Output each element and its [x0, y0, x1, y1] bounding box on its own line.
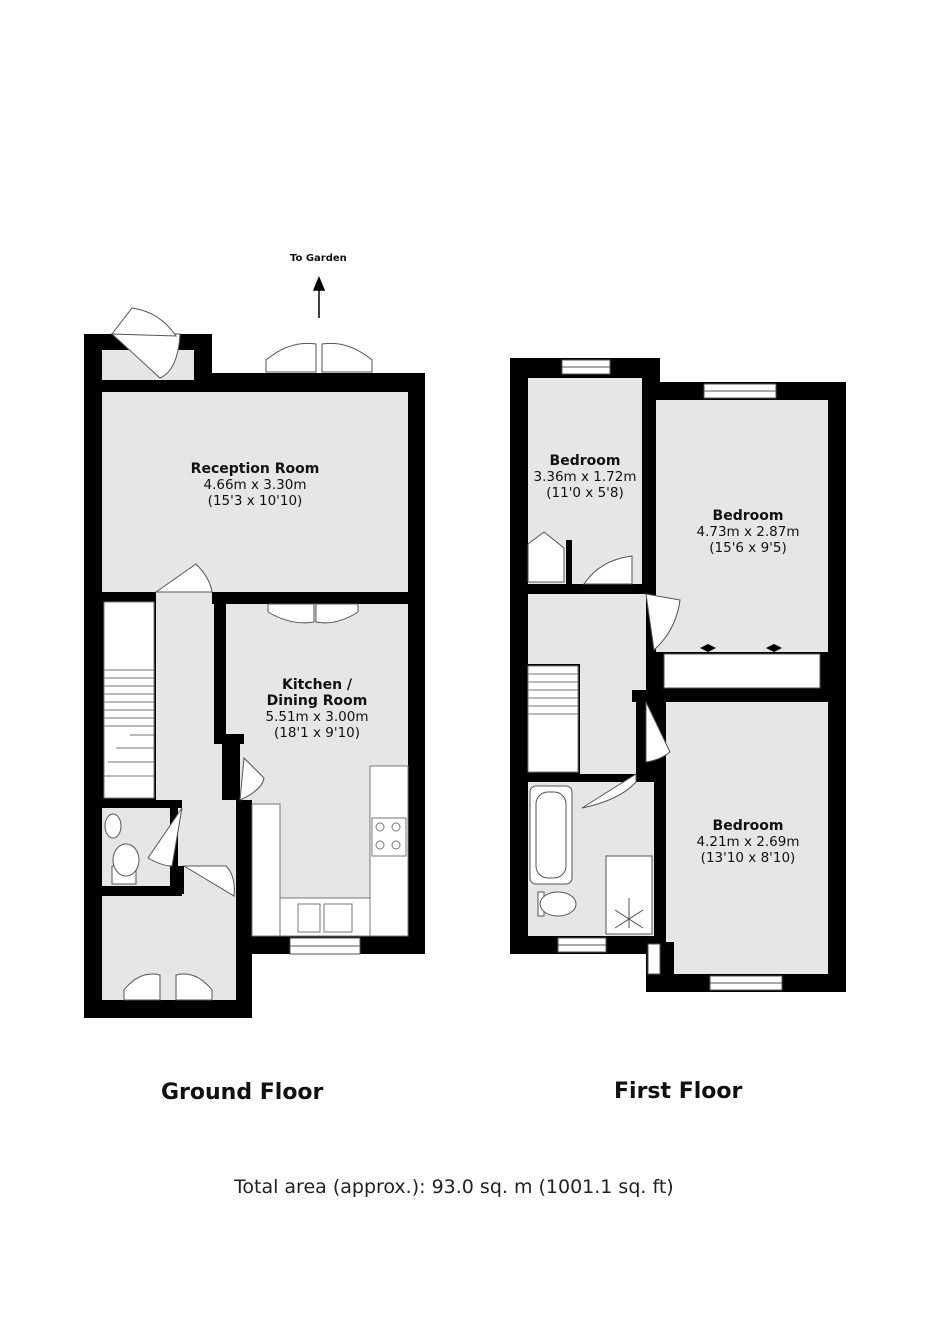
- wardrobe-marks: [700, 644, 782, 652]
- hallway-floor: [102, 592, 236, 1000]
- room-name: Bedroom: [712, 818, 784, 834]
- room-metric-size: 5.51m x 3.00m: [265, 709, 369, 725]
- room-metric-size: 4.73m x 2.87m: [696, 524, 800, 540]
- wc-fixtures: [104, 813, 140, 885]
- room-metric-size: 3.36m x 1.72m: [533, 469, 637, 485]
- bedroom-2-label: Bedroom 4.73m x 2.87m (15'6 x 9'5): [660, 508, 836, 556]
- staircase-upper: [527, 665, 579, 773]
- windows-upper: [557, 359, 783, 991]
- room-imperial-size: (13'10 x 8'10): [700, 850, 796, 866]
- first-floor-plan: [510, 358, 846, 992]
- room-metric-size: 4.66m x 3.30m: [203, 477, 307, 493]
- bedroom-3-label: Bedroom 4.21m x 2.69m (13'10 x 8'10): [660, 818, 836, 866]
- wall: [632, 690, 666, 702]
- room-name: Kitchen /: [281, 677, 353, 693]
- bathroom-fixtures: [529, 785, 653, 935]
- doors-upper: [527, 531, 681, 809]
- wall: [636, 774, 666, 782]
- stair-treads: [104, 669, 154, 777]
- wall: [194, 350, 212, 390]
- room-name-line-2: Dining Room: [266, 693, 368, 709]
- wall: [102, 380, 198, 392]
- room-metric-size: 4.21m x 2.69m: [696, 834, 800, 850]
- bedroom-2-floor: [656, 400, 828, 652]
- room-imperial-size: (15'3 x 10'10): [207, 493, 303, 509]
- wall: [528, 584, 584, 594]
- wall: [654, 702, 666, 942]
- total-area: Total area (approx.): 93.0 sq. m (1001.1…: [234, 1176, 674, 1198]
- stair-treads-upper: [528, 673, 578, 715]
- wall: [642, 378, 656, 594]
- wall: [632, 584, 646, 594]
- wall: [214, 734, 244, 744]
- wardrobe: [663, 653, 821, 689]
- wall: [566, 540, 572, 584]
- kitchen-units: [251, 765, 409, 937]
- ground-floor-title: Ground Floor: [161, 1080, 324, 1105]
- room-name: Bedroom: [712, 508, 784, 524]
- bedroom-3-floor: [666, 702, 828, 974]
- room-name: Reception Room: [190, 461, 320, 477]
- to-garden-label: To Garden: [290, 253, 347, 264]
- garden-arrow: [312, 276, 326, 318]
- kitchen-dining-label: Kitchen / Dining Room 5.51m x 3.00m (18'…: [222, 677, 412, 741]
- first-floor-title: First Floor: [614, 1079, 743, 1104]
- small-bedroom-label: Bedroom 3.36m x 1.72m (11'0 x 5'8): [520, 453, 650, 501]
- reception-room-label: Reception Room 4.66m x 3.30m (15'3 x 10'…: [150, 461, 360, 509]
- windows: [289, 937, 361, 955]
- doors: [110, 307, 373, 1001]
- room-imperial-size: (15'6 x 9'5): [709, 540, 787, 556]
- room-imperial-size: (18'1 x 9'10): [273, 725, 361, 741]
- staircase: [103, 601, 155, 799]
- wall: [358, 592, 408, 604]
- room-imperial-size: (11'0 x 5'8): [546, 485, 624, 501]
- sink: [297, 903, 321, 933]
- landing-floor: [528, 594, 646, 774]
- room-name: Bedroom: [549, 453, 621, 469]
- ground-floor-plan: [84, 276, 425, 1018]
- wall: [214, 592, 226, 740]
- wall: [102, 800, 182, 808]
- wall: [528, 774, 580, 782]
- wall: [102, 592, 156, 600]
- wall: [102, 886, 182, 896]
- small-bedroom-floor: [528, 378, 642, 584]
- wall: [646, 686, 828, 702]
- reception-room-floor: [102, 392, 408, 592]
- wall: [236, 800, 252, 1000]
